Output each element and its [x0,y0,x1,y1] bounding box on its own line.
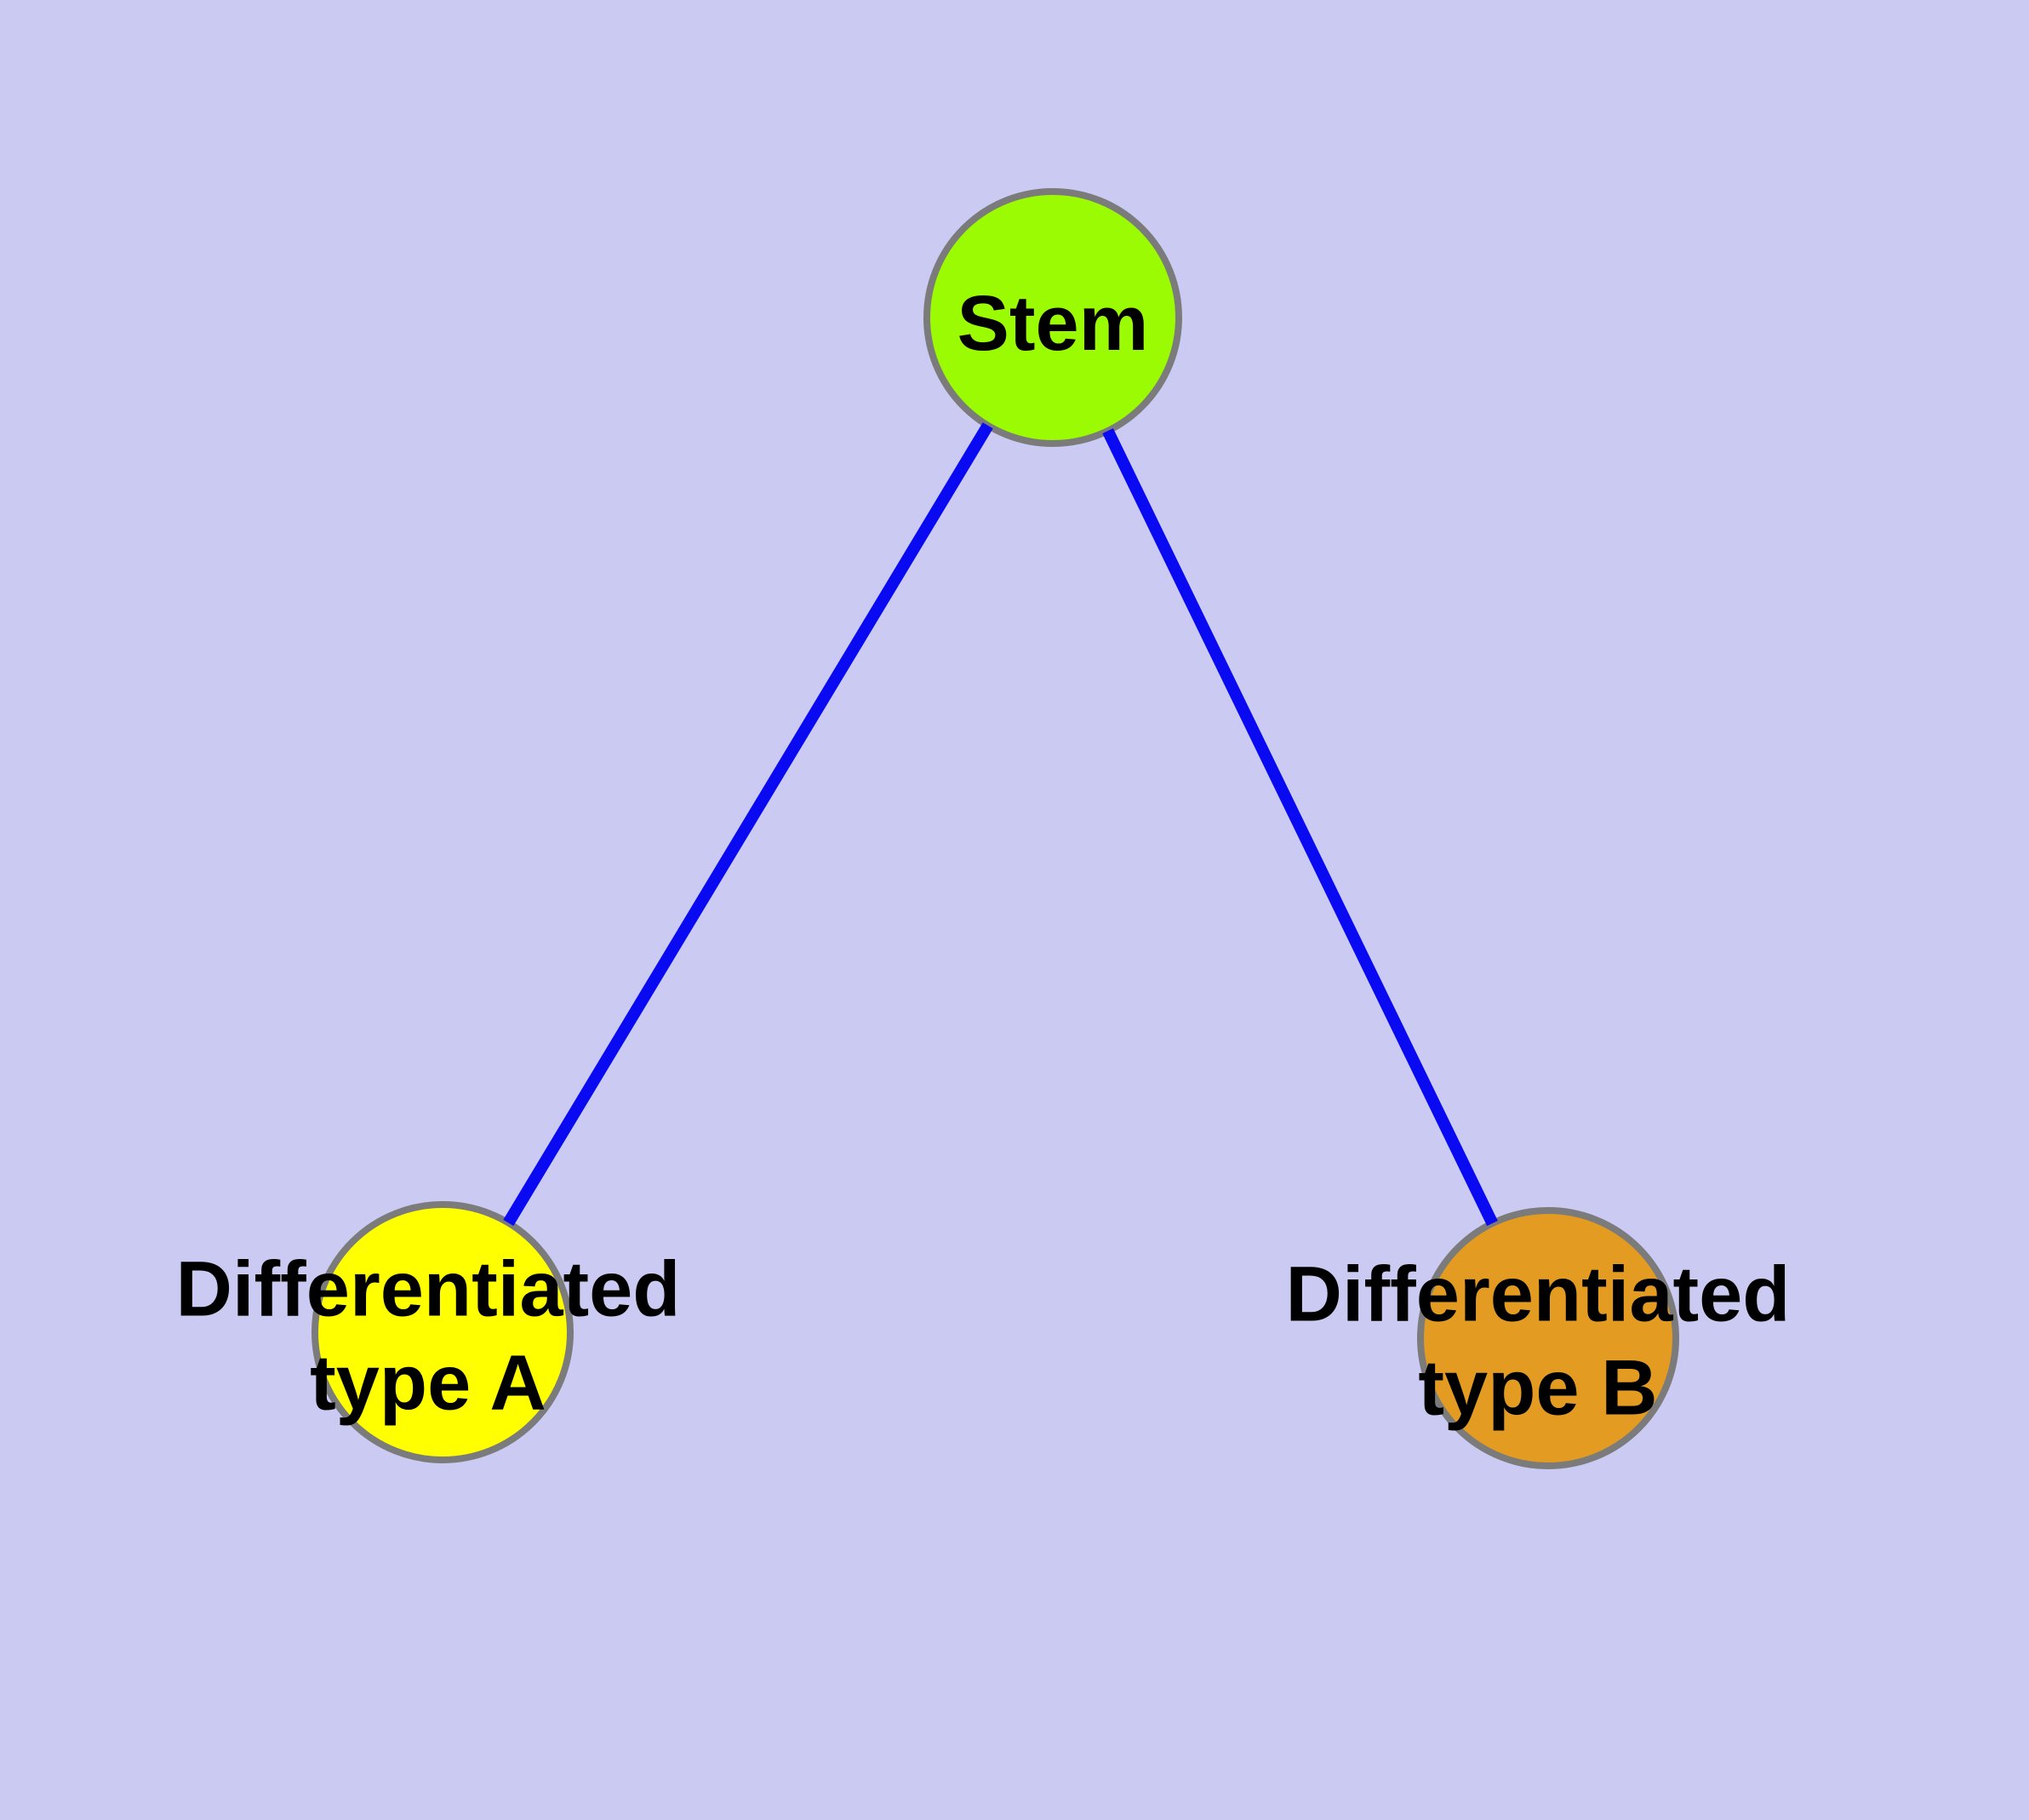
node-circle-differentiated-type-a [311,1201,574,1463]
edge-stem-to-differentiated-type-a [503,422,993,1227]
edge-stem-to-differentiated-type-b [1102,428,1498,1227]
node-circle-stem [923,188,1182,447]
edge-lines [503,422,1498,1227]
node-circle-differentiated-type-b [1417,1207,1679,1469]
node-circles [311,188,1679,1469]
